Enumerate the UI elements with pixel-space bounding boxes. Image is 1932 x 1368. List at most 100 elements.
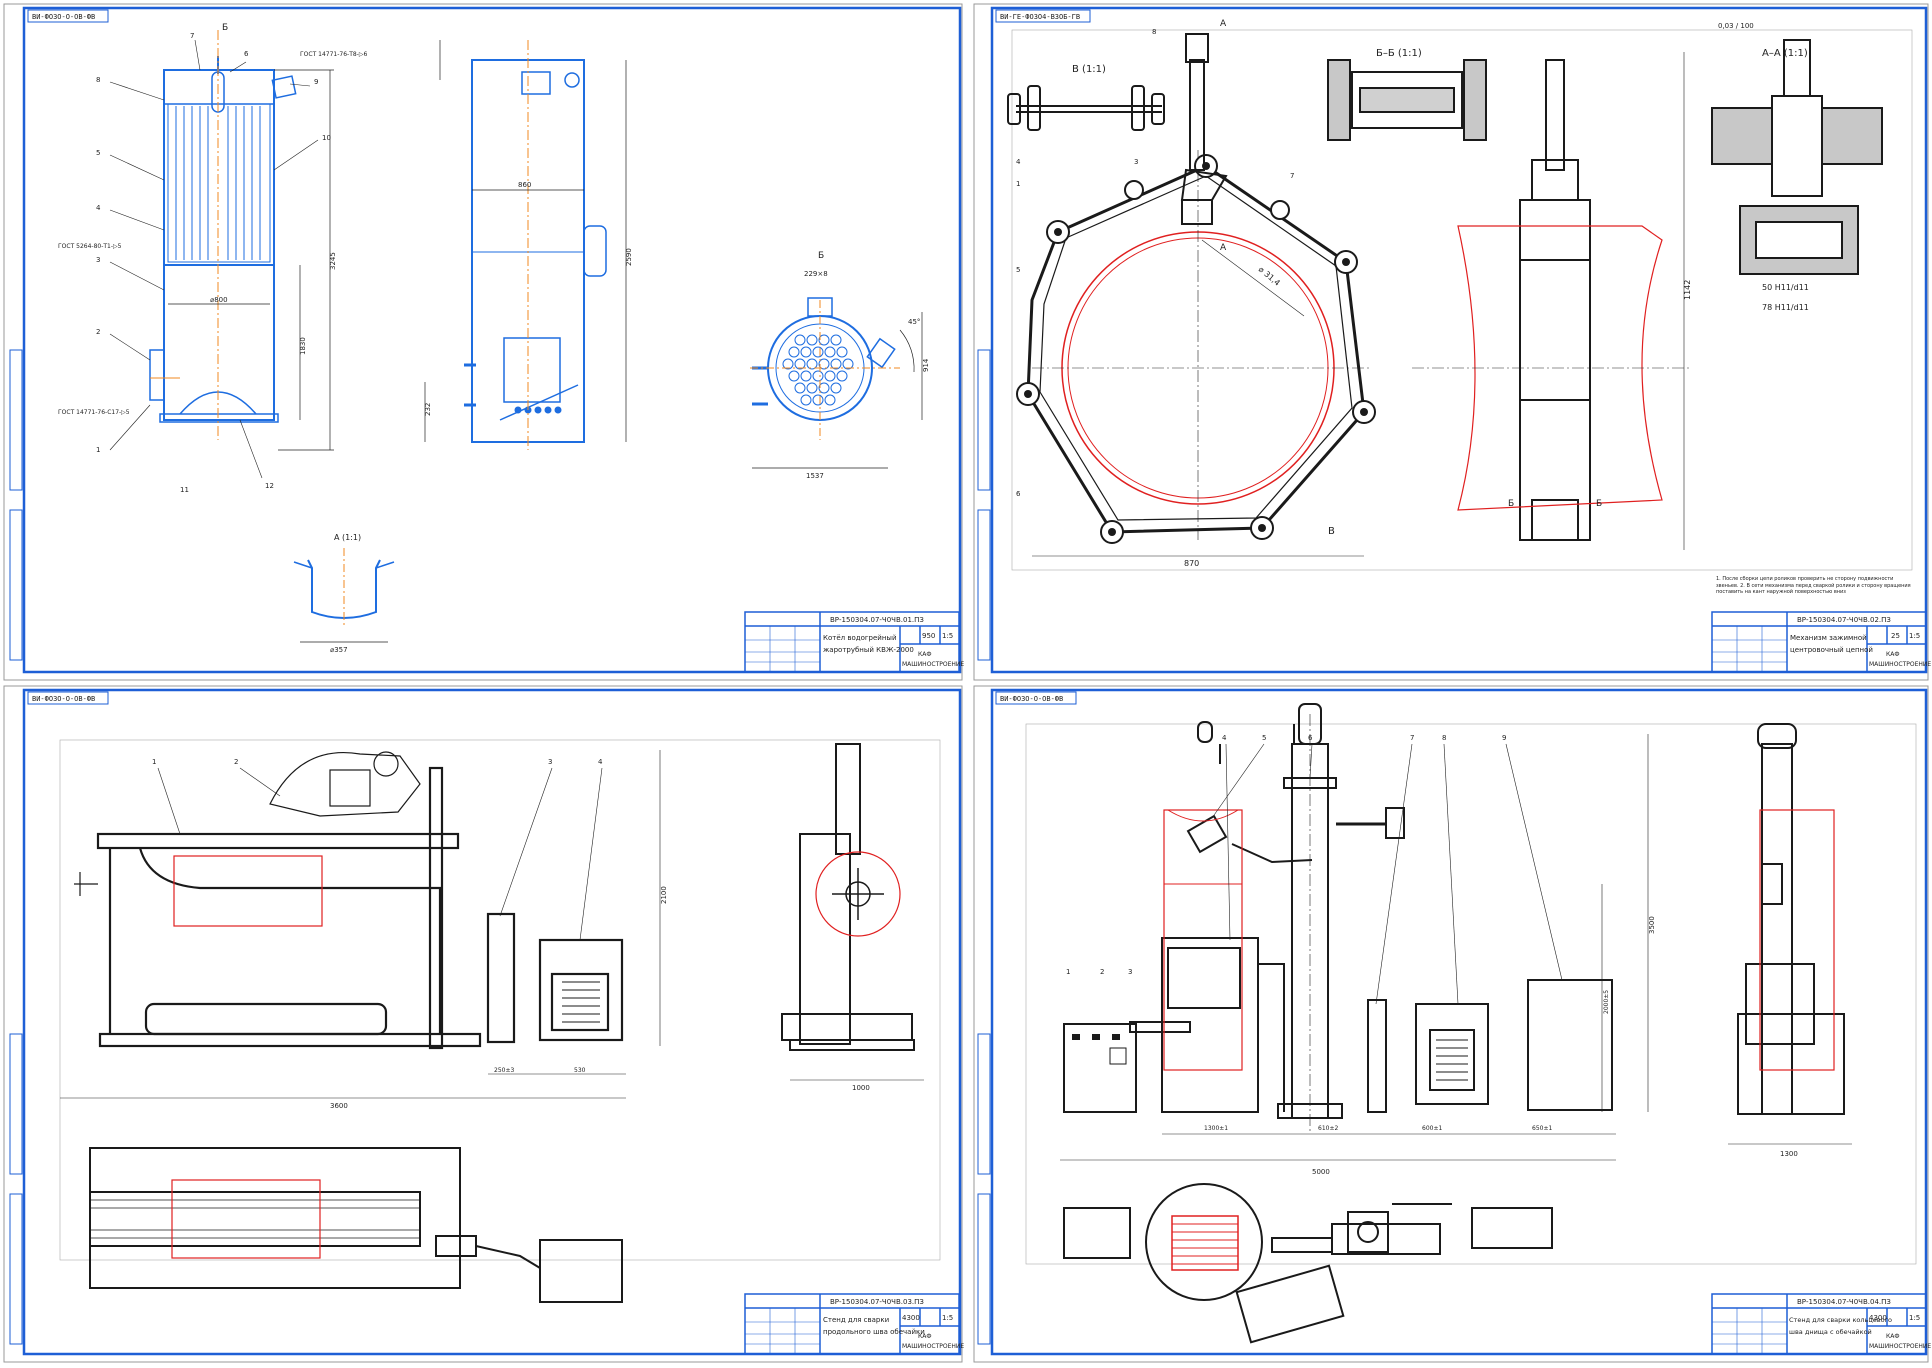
sheet-circumferential-stand: ВИ-ФОЗО-О-ОВ-ФВ [972, 684, 1932, 1368]
sheet-chain-clamp: ВИ-ГЕ-ФОЗО4-ВЗОБ-ГВ В (1:1) А А В [972, 0, 1932, 684]
section-aa-label: А–А (1:1) [1762, 48, 1808, 59]
view-v-marker: В [1328, 526, 1335, 537]
callout-7: 7 [1410, 734, 1414, 742]
dim-height: 1142 [1683, 280, 1692, 300]
dim-small: 229×8 [804, 270, 828, 278]
title-line-2: центровочный цепной [1790, 646, 1873, 654]
mass-value: 4300 [1869, 1314, 1887, 1322]
gost-note-2: ГОСТ 5264-80-Т1-▷5 [58, 243, 122, 250]
clamp-drawing: ВИ-ГЕ-ФОЗО4-ВЗОБ-ГВ В (1:1) А А В [973, 3, 1931, 681]
section-a-marker-2: А [1220, 243, 1227, 253]
workpiece-column [1163, 809, 1243, 1071]
sheet-stamp: ВИ-ФОЗО-О-ОВ-ФВ [32, 13, 95, 21]
dim-side-inlet: 232 [424, 403, 432, 416]
org-line-2: МАШИНОСТРОЕНИЕ [1869, 661, 1931, 668]
section-a-label: А (1:1) [334, 533, 361, 542]
longitudinal-stand-drawing: ВИ-ФОЗО-О-ОВ-ФВ 3600 2100 250±3 530 1 2 … [3, 685, 964, 1363]
section-b-marker: Б [1508, 499, 1514, 509]
title-line-1: Котёл водогрейный [823, 634, 897, 642]
gost-note-3: ГОСТ 14771-76-С17-▷5 [58, 409, 130, 416]
dim-fit-3: ⌀ 31,4 [1257, 265, 1282, 288]
title-line-1: Стенд для сварки кольцевого [1789, 1316, 1892, 1324]
callout-2: 2 [1100, 968, 1104, 976]
sheet-stamp: ВИ-ФОЗО-О-ОВ-ФВ [1000, 695, 1063, 703]
callout-10: 10 [322, 134, 331, 142]
org-line-2: МАШИНОСТРОЕНИЕ [902, 1343, 964, 1350]
sheet-stamp: ВИ-ГЕ-ФОЗО4-ВЗОБ-ГВ [1000, 13, 1080, 21]
scale-value: 1:5 [1909, 632, 1920, 640]
dim-side: 1300 [1780, 1150, 1798, 1158]
title-line-2: шва днища с обечайкой [1789, 1328, 1872, 1336]
doc-code: ВР-150304.07-Ч0ЧВ.02.ПЗ [1797, 616, 1891, 624]
title-line-1: Стенд для сварки [823, 1316, 889, 1324]
dim-side-width: 860 [518, 181, 531, 189]
callout-7: 7 [190, 32, 194, 40]
callout-3: 3 [548, 758, 552, 766]
dim-view-height: 914 [922, 358, 930, 372]
callout-1: 1 [96, 446, 100, 454]
view-label-b: Б [222, 23, 228, 33]
scale-value: 1:5 [942, 632, 953, 640]
callout-2: 2 [234, 758, 238, 766]
dim-c: 600±1 [1422, 1125, 1442, 1132]
org-line-1: КАФ [1886, 1333, 1900, 1340]
callout-3: 3 [96, 256, 100, 264]
circumferential-stand-drawing: ВИ-ФОЗО-О-ОВ-ФВ [973, 685, 1931, 1363]
assembly-note: 1. После сборки цепи роликов проверить н… [1716, 576, 1911, 595]
view-b-label: Б [818, 251, 824, 261]
callout-5: 5 [1262, 734, 1266, 742]
dim-fit-2: 78 H11/d11 [1762, 303, 1809, 312]
dim-total: 870 [1184, 559, 1199, 568]
tube-array [782, 334, 854, 406]
flatness-note: 0,03 / 100 [1718, 22, 1754, 30]
callout-1: 1 [1016, 180, 1020, 188]
dim-a: 1300±1 [1204, 1125, 1228, 1132]
sheet-boiler: ВИ-ФОЗО-О-ОВ-ФВ 3245 1830 ⌀800 Б [0, 0, 966, 684]
section-a-marker: А [1220, 19, 1227, 29]
dim-length: 5000 [1312, 1168, 1330, 1176]
org-line-1: КАФ [1886, 651, 1900, 658]
doc-code: ВР-150304.07-Ч0ЧВ.03.ПЗ [830, 1298, 924, 1306]
dim-view-angle: 45° [908, 318, 920, 326]
dim-length: 3600 [330, 1102, 348, 1110]
callout-8: 8 [96, 76, 100, 84]
org-line-1: КАФ [918, 651, 932, 658]
dim-b: 610±2 [1318, 1125, 1338, 1132]
org-line-1: КАФ [918, 1333, 932, 1340]
callout-3: 3 [1128, 968, 1132, 976]
mass-value: 4300 [902, 1314, 920, 1322]
doc-code: ВР-150304.07-Ч0ЧВ.01.ПЗ [830, 616, 924, 624]
dim-a: 250±3 [494, 1067, 514, 1074]
dim-boiler-inner: ⌀800 [210, 296, 228, 304]
scale-value: 1:5 [1909, 1314, 1920, 1322]
title-line-2: продольного шва обечайки [823, 1328, 925, 1336]
callout-11: 11 [180, 486, 189, 494]
callout-5: 5 [96, 149, 100, 157]
callout-9: 9 [314, 78, 318, 86]
callout-4: 4 [598, 758, 603, 766]
callout-1: 1 [1066, 968, 1070, 976]
dim-side: 1000 [852, 1084, 870, 1092]
callout-6: 6 [1016, 490, 1021, 498]
gost-note-1: ГОСТ 14771-76-Т8-▷6 [300, 51, 367, 58]
dim-side-height: 2590 [625, 248, 633, 266]
dim-boiler-height: 3245 [329, 252, 337, 270]
mass-value: 950 [922, 632, 935, 640]
callout-7: 7 [1290, 172, 1294, 180]
dim-boiler-body: 1830 [299, 337, 307, 355]
dim-height: 2100 [660, 886, 668, 904]
org-line-2: МАШИНОСТРОЕНИЕ [1869, 1343, 1931, 1350]
boiler-drawing: ВИ-ФОЗО-О-ОВ-ФВ 3245 1830 ⌀800 Б [3, 3, 964, 681]
workpiece-profile [1457, 225, 1663, 511]
dim-b: 530 [574, 1067, 586, 1074]
callout-9: 9 [1502, 734, 1506, 742]
callout-6: 6 [244, 50, 249, 58]
callout-12: 12 [265, 482, 274, 490]
title-line-1: Механизм зажимной [1790, 634, 1867, 642]
section-b-marker-2: Б [1596, 499, 1602, 509]
callout-6: 6 [1308, 734, 1313, 742]
title-line-2: жаротрубный КВЖ-2000 [823, 646, 914, 654]
sheet-longitudinal-stand: ВИ-ФОЗО-О-ОВ-ФВ 3600 2100 250±3 530 1 2 … [0, 684, 966, 1368]
dim-mid: 2000±5 [1603, 990, 1610, 1014]
callout-4: 4 [96, 204, 101, 212]
